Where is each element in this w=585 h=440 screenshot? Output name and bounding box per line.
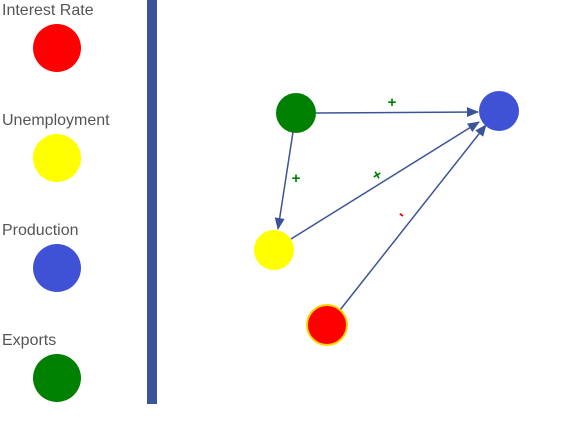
edge-exports-unemployment — [274, 131, 294, 230]
legend-label: Interest Rate — [2, 2, 94, 19]
causal-graph: + + + - — [254, 91, 519, 346]
legend-swatch-red — [33, 24, 81, 72]
legend-label: Exports — [2, 332, 57, 349]
legend-label: Production — [2, 222, 79, 239]
edge-sign-exports-unemployment: + — [292, 170, 301, 187]
legend-swatch-green — [33, 354, 81, 402]
legend-label: Unemployment — [2, 112, 110, 129]
edge-sign-interest-rate-production: - — [395, 206, 409, 223]
legend-item-interest-rate: Interest Rate — [0, 0, 147, 110]
divider — [147, 0, 157, 404]
legend-swatch-blue — [33, 244, 81, 292]
legend: Interest Rate Unemployment Production Ex… — [0, 0, 147, 404]
node-interest-rate — [306, 304, 348, 346]
legend-item-unemployment: Unemployment — [0, 110, 147, 220]
edge-exports-production — [315, 107, 479, 118]
edge-unemployment-production — [290, 121, 480, 240]
legend-swatch-yellow — [33, 134, 81, 182]
legend-item-exports: Exports — [0, 330, 147, 440]
node-production — [479, 91, 519, 131]
edge-interest-rate-production — [339, 124, 487, 311]
legend-item-production: Production — [0, 220, 147, 330]
node-exports — [276, 93, 316, 133]
node-unemployment — [254, 230, 294, 270]
edge-sign-exports-production: + — [388, 94, 397, 111]
